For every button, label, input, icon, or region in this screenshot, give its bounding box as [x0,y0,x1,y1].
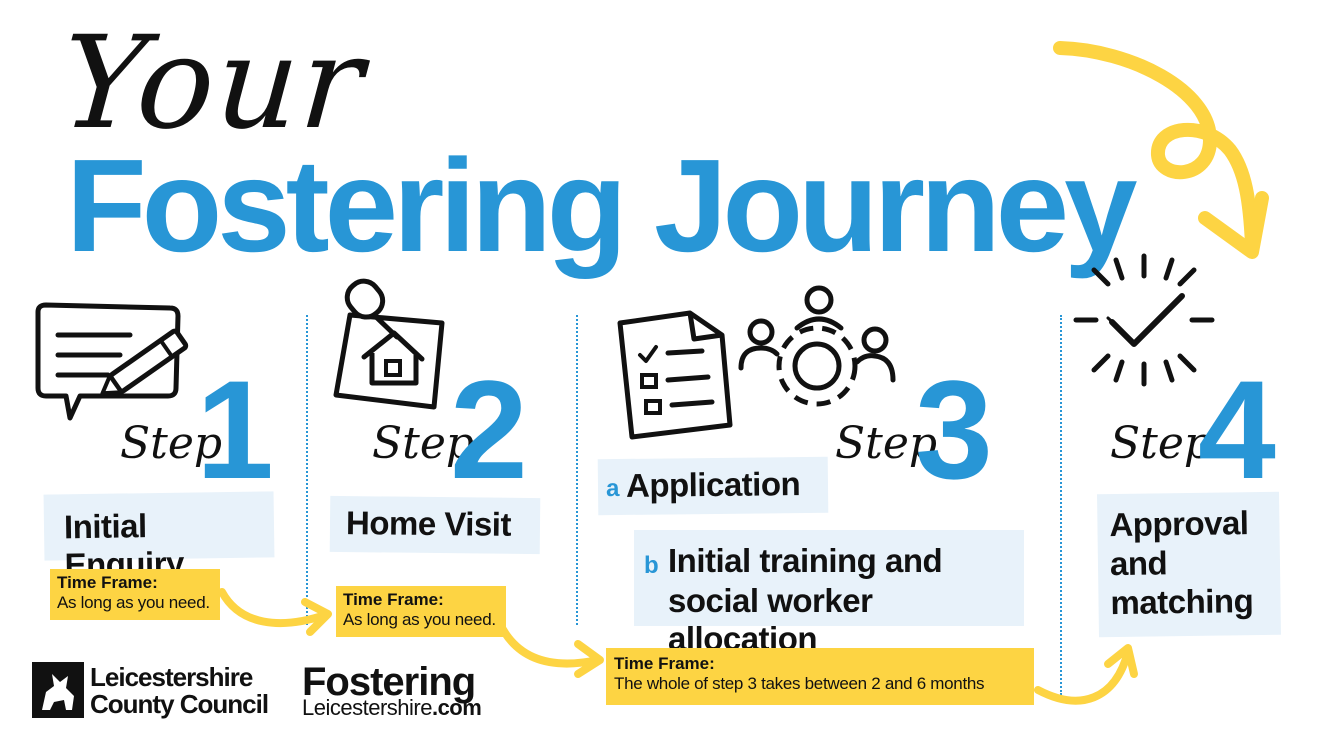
step-3b-title-line2: social worker allocation [668,582,873,657]
step-1-time-frame: Time Frame: As long as you need. [50,569,220,620]
step-4-word: Step [1110,418,1213,469]
fostering-logo-line2: Leicestershire.com [302,695,482,720]
step-2-box: Home Visit [329,495,541,555]
step-4-title-line1: Approval [1109,504,1249,544]
curly-arrow-icon [1053,41,1269,259]
step-4-number: 4 [1198,351,1276,508]
step-3-time-frame: Time Frame: The whole of step 3 takes be… [606,648,1034,705]
step-3-time-frame-heading: Time Frame: [614,654,715,673]
step-3a-title: Application [625,465,801,504]
speech-bubble-pencil-icon [35,302,189,421]
fostering-leicestershire-logo: Fostering Leicestershire.com [302,662,502,722]
council-logo: Leicestershire County Council [32,660,272,720]
council-logo-line2: County Council [90,689,269,719]
title-fostering-journey: Fostering Journey [66,132,1138,279]
step-1-time-frame-heading: Time Frame: [57,573,158,592]
step-1-number: 1 [196,351,274,508]
team-gear-icon [738,285,896,407]
step-4-title-line2: and [1109,544,1168,583]
step-3b-box: b Initial training and social worker all… [634,530,1024,657]
step-3b-title-line1: Initial training and [668,542,943,579]
step-3a-box: a Application [597,456,829,516]
divider-2 [576,315,578,625]
fox-emblem-icon [32,662,84,718]
step-2-time-frame-heading: Time Frame: [343,590,444,609]
step-3-time-frame-text: The whole of step 3 takes between 2 and … [614,673,985,693]
fostering-logo-name: Leicestershire [302,695,432,720]
fostering-logo-suffix: .com [431,695,482,720]
connector-arrow-1-icon [218,588,332,636]
step-1-word: Step [120,418,223,469]
step-1-time-frame-text: As long as you need. [57,592,210,612]
step-2-word: Step [372,418,475,469]
divider-1 [306,315,308,625]
step-3-number: 3 [915,351,993,508]
checkmark-burst-icon [1073,253,1215,387]
step-2-time-frame-text: As long as you need. [343,609,496,629]
step-3b-letter: b [644,552,659,579]
step-2-time-frame: Time Frame: As long as you need. [336,586,506,637]
checklist-document-icon [617,310,733,440]
step-2-title: Home Visit [345,504,512,543]
pinned-house-note-icon [333,278,445,410]
step-4-title-line3: matching [1110,582,1254,622]
council-logo-line1: Leicestershire [90,662,253,692]
step-2-number: 2 [450,351,528,508]
title-your: Your [56,9,370,158]
divider-3 [1060,315,1062,695]
step-1-box: Initial Enquiry [43,491,275,583]
connector-arrow-3-icon [1034,644,1138,705]
step-4-box: Approval and matching [1097,491,1281,638]
connector-arrow-2-icon [496,620,604,678]
fostering-logo-line1: Fostering [302,660,476,704]
step-3-word: Step [835,418,938,469]
step-3a-letter: a [605,474,620,503]
